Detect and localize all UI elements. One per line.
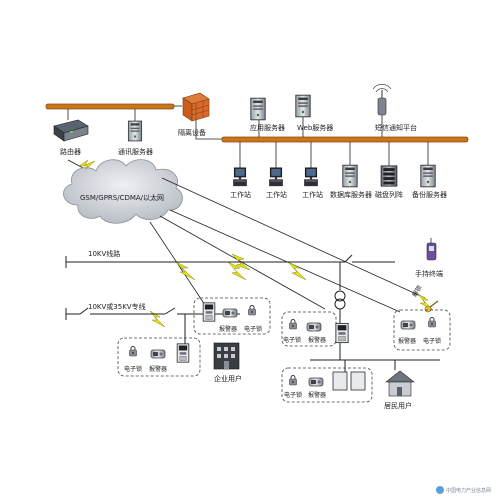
substation-group-a: 报警器 电子锁 <box>193 297 271 335</box>
lightning-icon <box>78 159 96 171</box>
substation-group-d: 报警器 电子锁 <box>393 309 451 351</box>
alarm-label-a: 报警器 <box>219 325 237 333</box>
db-server-label: 数据库服务器 <box>330 190 372 199</box>
alarm-icon <box>222 308 238 318</box>
meter-icon <box>202 302 216 322</box>
line-10kv-35kv-label: 10KV或35KV专线 <box>88 302 146 311</box>
elock-label-c: 电子锁 <box>283 336 301 344</box>
lock-icon <box>289 375 297 386</box>
phone-icon <box>426 238 437 261</box>
top-bus <box>45 103 469 143</box>
disk-array-label: 磁盘列阵 <box>375 190 403 199</box>
meter-icon <box>176 343 190 363</box>
backup-server: 备份服务器 <box>412 164 447 199</box>
building-icon <box>213 342 240 370</box>
alarm-label-e: 报警器 <box>308 391 326 399</box>
wiring <box>67 105 429 177</box>
network-cloud-label: GSM/GPRS/CDMA/以太网 <box>80 193 164 202</box>
elock-label-d: 电子锁 <box>423 337 441 345</box>
router-label: 路由器 <box>60 147 81 156</box>
meter-panel-icon <box>332 371 348 391</box>
backup-server-label: 备份服务器 <box>412 190 447 199</box>
workstation-label-2: 工作站 <box>266 190 287 199</box>
lightning-icon <box>149 310 166 328</box>
substation-group-e: 电子锁 报警器 <box>281 367 373 403</box>
lightning-bolts <box>78 159 434 328</box>
alarm-label-b: 报警器 <box>149 365 167 373</box>
lock-icon <box>289 319 297 330</box>
lock-icon <box>428 317 436 328</box>
sms-platform-label: 短信通知平台 <box>375 123 417 132</box>
workstation-2: 工作站 <box>266 167 287 199</box>
enterprise-user: 企业用户 <box>213 342 242 383</box>
firewall-icon <box>182 92 210 122</box>
handheld-terminal-label: 手持终端 <box>415 269 443 278</box>
line-10kv <box>65 254 440 372</box>
lightning-icon <box>231 253 251 271</box>
watermark-text: 中国电力产业信息网 <box>446 487 491 494</box>
handheld-terminal: 手持终端 解锁 <box>410 238 443 313</box>
app-server-label: 应用服务器 <box>250 123 285 132</box>
alarm-icon <box>400 320 416 330</box>
house-icon <box>385 370 415 397</box>
web-server: Web服务器 <box>295 94 333 132</box>
key-icon <box>424 300 439 313</box>
substation-group-b: 电子锁 报警器 <box>117 337 201 377</box>
router: 路由器 <box>53 119 89 156</box>
alarm-icon <box>308 377 324 387</box>
lightning-icon <box>287 261 307 281</box>
line-10kv-label: 10KV线路 <box>88 249 120 258</box>
alarm-icon <box>306 322 322 332</box>
resident-user-label: 居民用户 <box>384 401 412 410</box>
web-server-label: Web服务器 <box>297 123 333 132</box>
meter-icon <box>335 322 349 344</box>
lightning-icon <box>227 261 247 281</box>
network-cloud: GSM/GPRS/CDMA/以太网 <box>63 159 183 224</box>
antenna-icon <box>372 84 392 116</box>
isolation-device: 隔离设备 <box>178 92 210 137</box>
lightning-icon <box>175 261 196 281</box>
meter-panel-icon <box>350 371 366 391</box>
alarm-label-c: 报警器 <box>308 336 326 344</box>
elock-label-b: 电子锁 <box>124 365 142 373</box>
alarm-label-d: 报警器 <box>398 337 416 345</box>
comm-server: 通讯服务器 <box>118 120 153 156</box>
alarm-icon <box>150 349 166 359</box>
sms-platform: 短信通知平台 <box>372 84 417 132</box>
comm-server-label: 通讯服务器 <box>118 147 153 156</box>
isolation-device-label: 隔离设备 <box>178 128 206 137</box>
substation-group-c: 电子锁 报警器 <box>281 311 349 347</box>
enterprise-user-label: 企业用户 <box>214 374 242 383</box>
workstation-3: 工作站 <box>302 167 323 199</box>
elock-label-e: 电子锁 <box>284 391 302 399</box>
lock-icon <box>129 346 137 357</box>
disk-array: 磁盘列阵 <box>375 165 403 199</box>
resident-user: 居民用户 <box>384 370 415 410</box>
app-server: 应用服务器 <box>250 97 285 132</box>
workstation-label-3: 工作站 <box>302 190 323 199</box>
elock-label-a: 电子锁 <box>244 325 262 333</box>
workstation-1: 工作站 <box>230 167 251 199</box>
lock-icon <box>248 305 256 316</box>
watermark: 中国电力产业信息网 <box>436 486 491 494</box>
db-server: 数据库服务器 <box>330 164 372 199</box>
workstation-label-1: 工作站 <box>230 190 251 199</box>
